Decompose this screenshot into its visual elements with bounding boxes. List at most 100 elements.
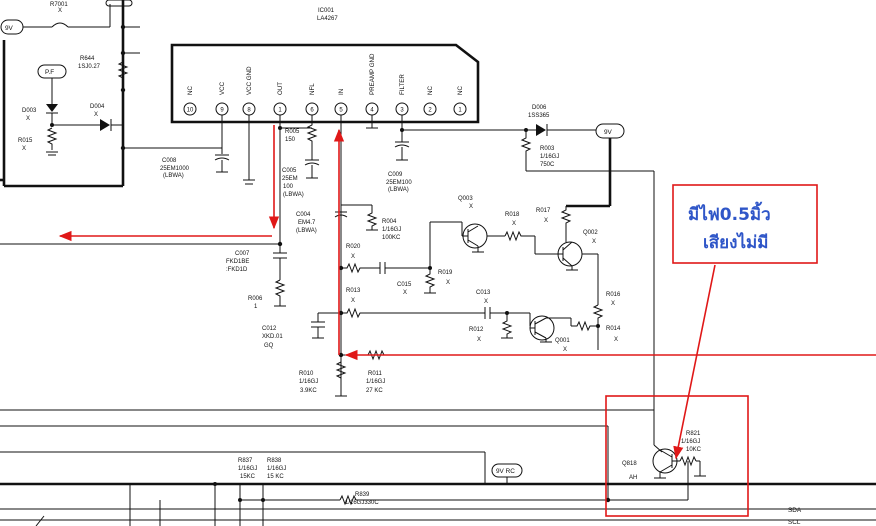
ic001-outline: [170, 43, 480, 124]
ic-pin-10-number: 1: [458, 108, 462, 114]
ic-pin-1-circle: [183, 102, 197, 116]
c004-ref: C004: [296, 212, 311, 218]
ic-pin-3-number: 8: [247, 108, 251, 114]
note-line-2: เสียงไม่มี: [703, 232, 768, 253]
q003-value: X: [469, 204, 473, 210]
c009-type: (LBWA): [388, 187, 409, 193]
resistor-r010: [335, 361, 347, 379]
r003-ref: R003: [540, 146, 555, 152]
resistor-r839: [339, 494, 357, 506]
ic-pin-3-name: VCC GND: [246, 66, 253, 95]
lower-bus-section: R837 1/16GJ 15KC R838 1/16GJ 15 KC R839 …: [0, 409, 876, 526]
resistor-r005: [306, 115, 318, 149]
r838-ref: R838: [267, 458, 282, 464]
transistor-q818: [652, 448, 680, 479]
q818-highlight-box: [605, 395, 749, 517]
c007-value: FKD1BE: [226, 259, 249, 265]
r016-ref: R016: [606, 292, 621, 298]
r018-ref: R018: [505, 212, 520, 218]
resistor-r004: [366, 205, 378, 230]
r010-value2: 3.9KC: [300, 388, 317, 394]
ic-pin-1-name: NC: [187, 86, 194, 95]
c009-ref: C009: [388, 172, 403, 178]
ic-pin-6-number: 5: [339, 108, 343, 114]
r017-ref: R017: [536, 208, 551, 214]
r015-value: X: [22, 146, 26, 152]
ic-pin-10-circle: [453, 102, 467, 116]
c008-value: 25EM1000: [160, 166, 190, 172]
c005-type: (LBWA): [283, 192, 304, 198]
r014-ref: R014: [606, 326, 621, 332]
sda-label: SDA: [788, 507, 802, 514]
r011-value: 1/16GJ: [366, 379, 385, 385]
ic-pin-9-name: NC: [427, 86, 434, 95]
c013-ref: C013: [476, 290, 491, 296]
q003-ref: Q003: [458, 196, 473, 202]
transistor-q002: [557, 241, 583, 271]
r018-value: X: [512, 221, 516, 227]
d006-value: 1SS365: [528, 113, 550, 119]
q002-value: X: [592, 239, 596, 245]
c004-value: EM4.7: [298, 220, 316, 226]
ic-pin-8-number: 3: [400, 108, 404, 114]
d003-ref: D003: [22, 108, 37, 114]
c012-value2: GQ: [264, 343, 274, 349]
r821-value2: 10KC: [686, 447, 702, 453]
c013-value: X: [484, 299, 488, 305]
ic-pin-2-name: VCC: [219, 81, 226, 95]
capacitor-c009: [394, 144, 410, 148]
r644-value: 1SJ0.27: [78, 64, 101, 70]
red-annotations: มีไฟ0.5มิ้ว เสียงไม่มี: [58, 125, 876, 517]
ic-pin-8-name: FILTER: [399, 74, 406, 95]
q002-ref: Q002: [583, 230, 598, 236]
ic001-part: LA4267: [317, 16, 338, 22]
c009-value: 25EM100: [386, 180, 412, 186]
r012-ref: R012: [469, 327, 484, 333]
d003-value: X: [26, 116, 30, 122]
ic-pin-9-circle: [423, 102, 437, 116]
r005-value: 150: [285, 137, 296, 143]
r838-value2: 15 KC: [267, 474, 284, 480]
capacitor-c004: [334, 214, 348, 218]
transistor-q001: [529, 315, 571, 343]
transistor-q003: [462, 223, 488, 253]
terminal-pf: P.F: [37, 64, 67, 79]
r838-value: 1/16GJ: [267, 466, 286, 472]
r821-ref: R821: [686, 431, 701, 437]
resistor-r006: [274, 279, 286, 306]
c005-ref: C005: [282, 168, 297, 174]
terminal-9v-rc-label: 9V RC: [496, 468, 515, 475]
terminal-9v-left-label: 9V: [5, 25, 14, 32]
r010-value: 1/16GJ: [299, 379, 318, 385]
c004-type: (LBWA): [296, 228, 317, 234]
r019-value: X: [446, 280, 450, 286]
c007-ref: C007: [235, 251, 250, 257]
r017-value: X: [544, 218, 548, 224]
top-ref-label: R7001: [50, 2, 68, 8]
r015-ref: R015: [18, 138, 33, 144]
resistor-r644: [117, 61, 129, 79]
resistor-r012: [501, 313, 513, 338]
diode-d004: [100, 119, 110, 131]
c008-type: (LBWA): [163, 173, 184, 179]
diode-d006: [536, 124, 546, 136]
r010-ref: R010: [299, 371, 314, 377]
q818-value: AH: [629, 475, 637, 481]
d004-value: X: [94, 112, 98, 118]
ic-pin-4-number: 1: [278, 108, 282, 114]
q001-value: X: [563, 347, 567, 353]
ic-pin-5-name: NFL: [309, 83, 316, 95]
resistor-r018: [504, 230, 535, 242]
r020-ref: R020: [346, 244, 361, 250]
terminal-pf-label: P.F: [45, 69, 54, 76]
scl-label: SCL: [788, 519, 801, 526]
resistor-r015: [46, 127, 58, 150]
resistor-r017: [560, 206, 572, 242]
r005-ref: R005: [285, 129, 300, 135]
r644-ref: R644: [80, 56, 95, 62]
resistor-r011: [367, 349, 385, 361]
c015-ref: C015: [397, 282, 412, 288]
r016-value: X: [611, 301, 615, 307]
arrow-to-q818: [673, 264, 716, 460]
